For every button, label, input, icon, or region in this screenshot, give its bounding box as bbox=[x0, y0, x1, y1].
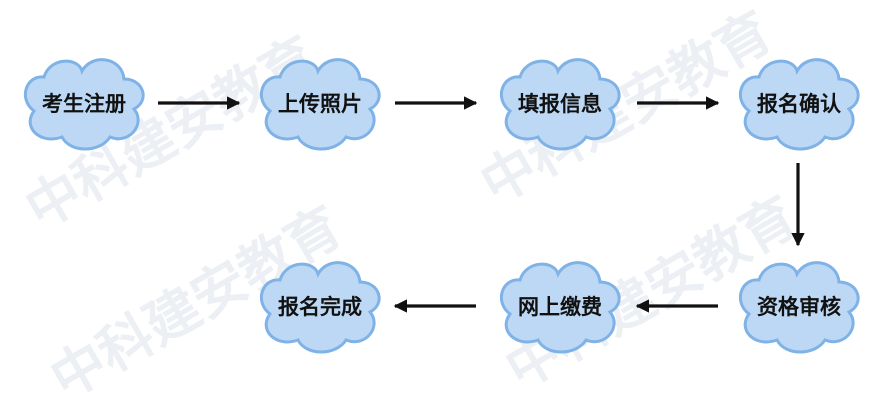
step-online-payment: 网上缴费 bbox=[499, 261, 621, 354]
step-qualification-review: 资格审核 bbox=[738, 261, 860, 354]
step-fill-info: 填报信息 bbox=[499, 58, 621, 151]
step-label: 上传照片 bbox=[278, 92, 362, 116]
step-label: 网上缴费 bbox=[518, 295, 602, 319]
edge-layer bbox=[158, 96, 805, 313]
step-label: 报名完成 bbox=[278, 295, 362, 319]
step-upload-photo: 上传照片 bbox=[259, 58, 381, 151]
step-label: 报名确认 bbox=[757, 92, 841, 116]
step-label: 填报信息 bbox=[518, 92, 602, 116]
node-layer: 考生注册 上传照片 填报信息 报名确认 资格审核 网上缴费 报名完成 bbox=[23, 58, 860, 354]
step-register: 考生注册 bbox=[23, 58, 145, 151]
step-label: 考生注册 bbox=[42, 92, 126, 116]
step-confirm: 报名确认 bbox=[738, 58, 860, 151]
watermark-layer: 中科建安教育 中科建安教育 中科建安教育 中科建安教育 bbox=[15, 0, 807, 411]
step-label: 资格审核 bbox=[757, 295, 841, 319]
step-complete: 报名完成 bbox=[259, 261, 381, 354]
